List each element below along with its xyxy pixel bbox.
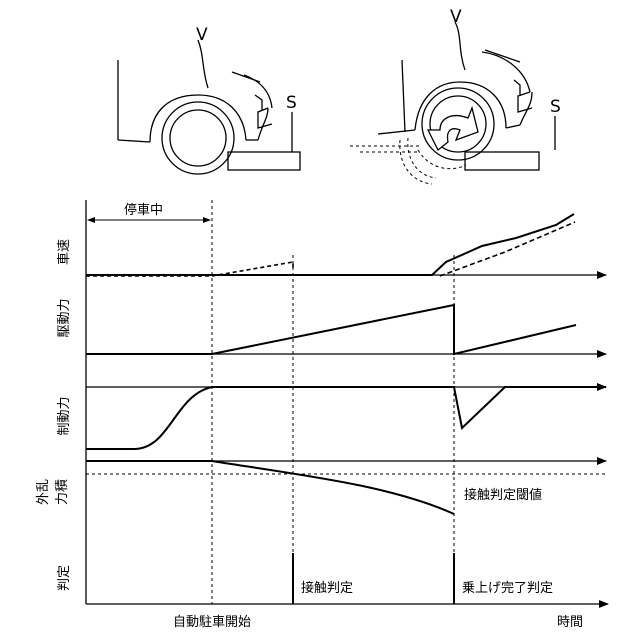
- auto-park-start-label: 自動駐車開始: [173, 615, 251, 630]
- disturbance-label-line2: 力積: [55, 479, 70, 505]
- braking-force-line: [86, 387, 606, 449]
- speed-panel-label: 車速: [57, 239, 72, 265]
- label-v-left: V: [196, 25, 208, 45]
- disturbance-impulse-curve: [86, 461, 454, 514]
- rotation-arrow: [428, 108, 478, 150]
- leader-v-right: [455, 22, 465, 70]
- step-left: [228, 152, 300, 170]
- speed-target-line-1: [86, 262, 293, 276]
- wheel-left-inner: [170, 110, 226, 166]
- time-axis-label: 時間: [557, 615, 583, 630]
- contact-judgment-label: 接触判定: [301, 580, 353, 596]
- leader-v-left: [198, 40, 208, 88]
- threshold-label: 接触判定閾値: [464, 487, 542, 503]
- disturbance-label-line1: 外乱: [36, 479, 51, 505]
- speed-target-line-2: [440, 222, 575, 276]
- stopped-label: 停車中: [124, 202, 163, 218]
- wheel-motion-trace: [350, 138, 466, 184]
- brake-panel-label: 制動力: [57, 396, 72, 435]
- label-v-right: V: [450, 7, 462, 27]
- speed-actual-line: [86, 214, 574, 275]
- label-s-right: S: [550, 97, 561, 117]
- label-s-left: S: [286, 93, 297, 113]
- drive-panel-label: 駆動力: [57, 298, 72, 337]
- vehicle-illustration-left: [118, 40, 300, 174]
- vehicle-illustration-right: [378, 22, 555, 170]
- wheel-left-outer: [162, 102, 234, 174]
- judgment-panel-label: 判定: [57, 565, 72, 591]
- climb-complete-label: 乗上げ完了判定: [462, 581, 553, 596]
- drive-force-line: [86, 305, 576, 354]
